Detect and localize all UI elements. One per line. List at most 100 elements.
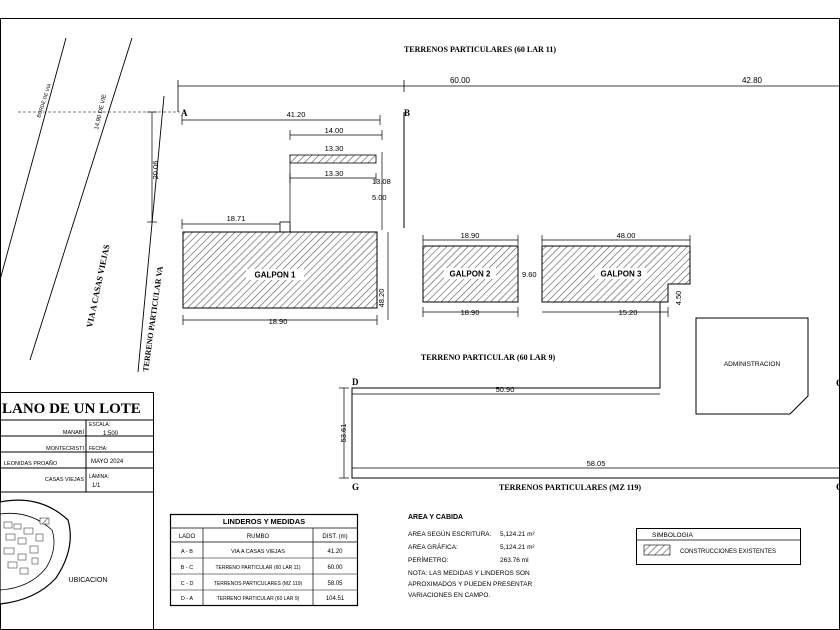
dim-1330-a: 13.30 bbox=[325, 144, 344, 153]
dim-5361-line bbox=[339, 387, 349, 479]
linderos-row-dist: 41.20 bbox=[327, 549, 343, 555]
dim-g3-top: 48.00 bbox=[617, 231, 636, 240]
dim-4120-line bbox=[181, 115, 381, 125]
dim-5805-line bbox=[351, 463, 840, 473]
linderos-header-dist: DIST. (m) bbox=[322, 534, 347, 540]
label-north-boundary: TERRENOS PARTICULARES (60 LAR 11) bbox=[404, 45, 556, 54]
dim-1400: 14.00 bbox=[325, 126, 344, 135]
dim-4280: 42.80 bbox=[742, 76, 763, 85]
dim-5090: 50.90 bbox=[496, 385, 515, 394]
dim-500: 5.00 bbox=[372, 193, 387, 202]
dim-1400-line bbox=[289, 130, 383, 140]
label-borde: BORDE DE VIA bbox=[36, 82, 53, 118]
linderos-row-lado: A - B bbox=[181, 549, 193, 555]
vertex-c: C bbox=[836, 378, 840, 388]
dim-2006-line bbox=[147, 111, 157, 223]
dim-top bbox=[177, 80, 840, 112]
area-grafica-value: 5,124.21 m² bbox=[500, 544, 536, 551]
linderos-row-lado: D - A bbox=[181, 596, 194, 602]
linderos-row-rumbo: TERRENO PARTICULAR (60 LAR 9) bbox=[217, 596, 300, 602]
galpon-1-label-bg bbox=[246, 269, 304, 280]
note-line: VARIACIONES EN CAMPO. bbox=[408, 592, 490, 599]
area-title: AREA Y CABIDA bbox=[408, 514, 463, 521]
area-escritura-label: AREA SEGÚN ESCRITURA: bbox=[408, 529, 492, 538]
simbologia-item: CONSTRUCCIONES EXISTENTES bbox=[680, 549, 776, 555]
linderos-row-dist: 60.00 bbox=[327, 565, 343, 571]
location-map bbox=[0, 499, 71, 605]
vertex-b: B bbox=[404, 108, 410, 118]
linderos-row-rumbo: TERRENO PARTICULAR (60 LAR 11) bbox=[215, 565, 300, 571]
linderos-header-lado: LADO bbox=[179, 534, 196, 540]
dim-450: 4.50 bbox=[674, 291, 683, 306]
dim-g1-bottom: 18.90 bbox=[269, 317, 288, 326]
label-south-boundary: TERRENOS PARTICULARES (MZ 119) bbox=[499, 483, 641, 492]
dim-g2-bottom: 18.90 bbox=[461, 308, 480, 317]
linderos-row-lado: C - D bbox=[181, 581, 194, 587]
lot-boundary bbox=[351, 112, 840, 479]
label-eje: 14.90 DE VIE bbox=[94, 94, 108, 131]
simbologia-frame bbox=[636, 528, 801, 565]
label-road: VIA A CASAS VIEJAS bbox=[84, 243, 111, 328]
simbologia-title: SIMBOLOGIA bbox=[652, 532, 693, 539]
vertex-g-left: G bbox=[352, 482, 359, 492]
title-canton: MONTECRISTI bbox=[46, 446, 84, 452]
vertex-a: A bbox=[181, 108, 188, 118]
dim-1871: 18.71 bbox=[227, 214, 246, 223]
dim-60: 60.00 bbox=[450, 76, 471, 85]
linderos-row-dist: 58.05 bbox=[327, 581, 343, 587]
dim-1330b-line bbox=[289, 152, 383, 232]
dim-2006: 20.06 bbox=[151, 161, 160, 180]
administracion-building bbox=[695, 317, 809, 415]
title-block-title: LANO DE UN LOTE bbox=[2, 401, 141, 417]
fecha-label: FECHA: bbox=[89, 446, 107, 452]
road-lines bbox=[0, 37, 180, 373]
linderos-title: LINDEROS Y MEDIDAS bbox=[223, 517, 305, 526]
dim-g2-top-line bbox=[422, 235, 519, 245]
linderos-row-rumbo: TERRENOS PARTICULARES (MZ 119) bbox=[214, 581, 303, 587]
hatch-swatch bbox=[643, 544, 671, 556]
perimetro-label: PERÍMETRO: bbox=[408, 555, 449, 564]
dim-960: 9.60 bbox=[522, 270, 537, 279]
dim-1308: 13.08 bbox=[372, 177, 391, 186]
dim-1520-line bbox=[542, 307, 669, 317]
galpon-3-label: GALPON 3 bbox=[601, 270, 642, 279]
note-line: NOTA: LAS MEDIDAS Y LINDEROS SON bbox=[408, 570, 530, 577]
perimetro-value: 263.76 ml bbox=[500, 557, 529, 564]
title-autor: LEONIDAS PROAÑO bbox=[4, 460, 58, 467]
lamina-value: 1/1 bbox=[92, 483, 101, 489]
dim-g3-top-line bbox=[541, 235, 691, 245]
linderos-row-dist: 104.51 bbox=[326, 596, 345, 602]
label-middle-boundary: TERRENO PARTICULAR (60 LAR 9) bbox=[421, 353, 556, 362]
canopy-structure bbox=[289, 154, 377, 164]
title-provincia: MANABÍ bbox=[63, 429, 85, 436]
dim-g1-bottom-line bbox=[182, 232, 389, 325]
linderos-table-frame bbox=[169, 513, 359, 607]
galpon-1-label: GALPON 1 bbox=[255, 271, 296, 280]
label-west-lot: TERRENO PARTICULAR VA bbox=[141, 265, 165, 372]
vertex-g-right: G bbox=[836, 482, 840, 492]
escala-label: ESCALA: bbox=[89, 422, 110, 428]
galpon-2-label-bg bbox=[444, 268, 496, 279]
linderos-row-rumbo: VIA A CASAS VIEJAS bbox=[231, 549, 285, 555]
dim-4120: 41.20 bbox=[287, 110, 306, 119]
dim-g2-bottom-line bbox=[422, 307, 519, 317]
dim-1871-line bbox=[181, 219, 290, 229]
dim-1520: 15.20 bbox=[619, 308, 638, 317]
lamina-label: LÁMINA: bbox=[89, 473, 109, 480]
title-sector: CASAS VIEJAS bbox=[45, 477, 84, 483]
dim-g2-top: 18.90 bbox=[461, 231, 480, 240]
galpon-2-label: GALPON 2 bbox=[450, 270, 491, 279]
galpon1-annex bbox=[279, 221, 291, 233]
linderos-header-rumbo: RUMBO bbox=[247, 534, 270, 540]
ubicacion-label: UBICACION bbox=[69, 577, 108, 584]
vertex-d: D bbox=[352, 377, 359, 387]
galpon-3-label-bg bbox=[595, 268, 647, 279]
dim-4820: 48.20 bbox=[377, 289, 386, 308]
area-escritura-value: 5,124.21 m² bbox=[500, 531, 536, 538]
dim-1330-b: 13.30 bbox=[325, 169, 344, 178]
area-grafica-label: AREA GRÁFICA: bbox=[408, 542, 458, 551]
dim-5361: 53.61 bbox=[339, 424, 348, 443]
fecha-value: MAYO 2024 bbox=[91, 459, 124, 465]
